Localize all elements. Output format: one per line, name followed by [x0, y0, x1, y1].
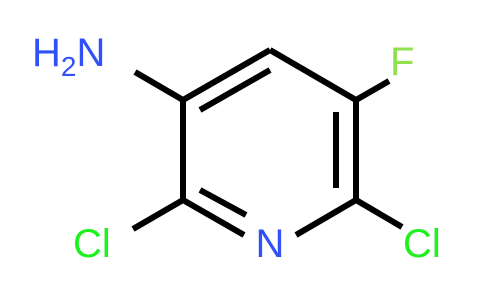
bond-n1-c2 — [181, 197, 246, 238]
fluorine-label: F — [390, 40, 414, 84]
bond-c5-fluorine — [354, 78, 391, 103]
chlorine-right-label: Cl — [403, 222, 441, 266]
bond-c6-chlorine-right — [354, 197, 404, 230]
ring-nitrogen-label: N — [256, 222, 285, 266]
chlorine-left-label: Cl — [73, 222, 111, 266]
amine-label: H2N — [32, 31, 105, 82]
amine-h-label: H — [32, 31, 61, 75]
double-bond-n1-c2-inner — [198, 187, 248, 218]
amine-subscript: 2 — [61, 51, 77, 82]
bond-c4-c5 — [268, 47, 358, 103]
bond-c3-c4 — [181, 47, 272, 103]
double-bond-c3-c4-inner — [198, 67, 272, 113]
amine-n-label: N — [76, 31, 105, 75]
bond-c6-n1 — [294, 197, 358, 238]
bond-c2-chlorine-left — [131, 197, 185, 232]
bond-c3-amine — [133, 69, 185, 103]
